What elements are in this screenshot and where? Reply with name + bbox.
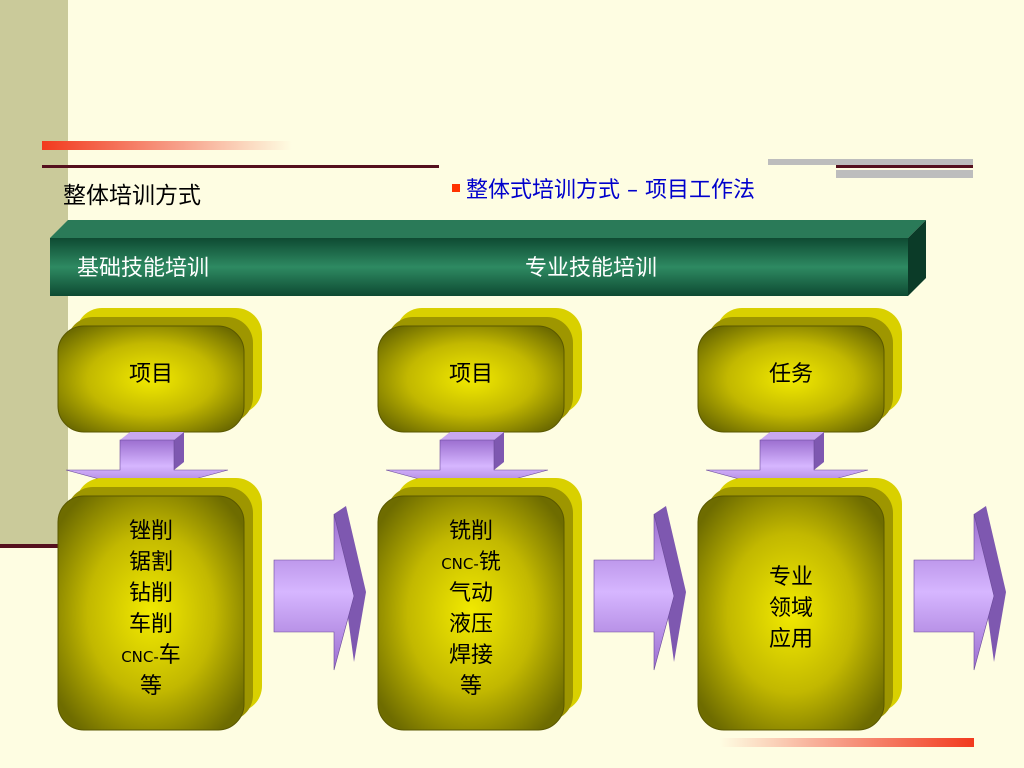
cjk-suffix: 铣 <box>478 549 501 575</box>
training-stage-banner <box>50 220 926 296</box>
top-divider-line <box>42 165 439 168</box>
bottom-box-item-2-1: 铣削 <box>448 518 493 544</box>
bottom-box-1 <box>57 495 245 731</box>
bottom-box-item-1-5: CNC-车 <box>71 640 231 673</box>
right-arrow-2 <box>593 513 675 671</box>
bottom-box-item-2-4: 液压 <box>448 611 493 637</box>
down-arrow-2-top <box>440 432 504 440</box>
cjk-suffix: 车 <box>158 642 181 668</box>
top-gray-bar <box>768 159 973 165</box>
bottom-box-item-1-1: 锉削 <box>128 518 173 544</box>
bottom-box-item-1-3: 钻削 <box>128 580 173 606</box>
bottom-box-item-1-6: 等 <box>139 673 162 699</box>
down-arrow-1-top <box>120 432 184 440</box>
top-right-divider-line <box>836 165 973 168</box>
bottom-box-item-1-2: 锯割 <box>128 549 173 575</box>
bottom-box-item-2-5: 焊接 <box>448 642 493 668</box>
bottom-box-item-1-4: 车削 <box>128 611 173 637</box>
subtitle: 整体式培训方式 – 项目工作法 <box>452 172 755 204</box>
bottom-accent-red-bar <box>720 738 974 747</box>
subtitle-text: 整体式培训方式 – 项目工作法 <box>466 178 755 203</box>
right-arrow-1 <box>273 513 355 671</box>
banner-label-professional: 专业技能培训 <box>525 256 658 281</box>
top-box-label-2: 项目 <box>448 362 493 387</box>
banner-label-basic: 基础技能培训 <box>77 256 210 281</box>
bottom-box-2 <box>377 495 565 731</box>
top-box-label-3: 任务 <box>768 362 813 387</box>
bottom-box-3 <box>697 495 885 731</box>
latin-prefix: CNC- <box>441 554 479 573</box>
page-title: 整体培训方式 <box>63 183 201 209</box>
bottom-box-item-3-1: 专业 <box>768 565 813 590</box>
top-right-gray-bar <box>836 170 973 178</box>
down-arrow-2-side <box>494 432 504 470</box>
left-divider-line <box>0 544 68 548</box>
top-accent-red-bar <box>42 141 292 150</box>
bottom-box-item-2-2: CNC-铣 <box>391 547 551 580</box>
latin-prefix: CNC- <box>121 647 159 666</box>
right-arrow-3 <box>913 513 995 671</box>
down-arrow-3-side <box>814 432 824 470</box>
bullet-square-icon <box>452 184 460 192</box>
down-arrow-3-top <box>760 432 824 440</box>
bottom-box-item-3-3: 应用 <box>768 627 813 652</box>
top-box-label-1: 项目 <box>128 362 173 387</box>
bottom-box-item-2-6: 等 <box>459 673 482 699</box>
bottom-box-item-3-2: 领域 <box>768 596 813 621</box>
down-arrow-1-side <box>174 432 184 470</box>
bottom-box-item-2-3: 气动 <box>448 580 493 606</box>
